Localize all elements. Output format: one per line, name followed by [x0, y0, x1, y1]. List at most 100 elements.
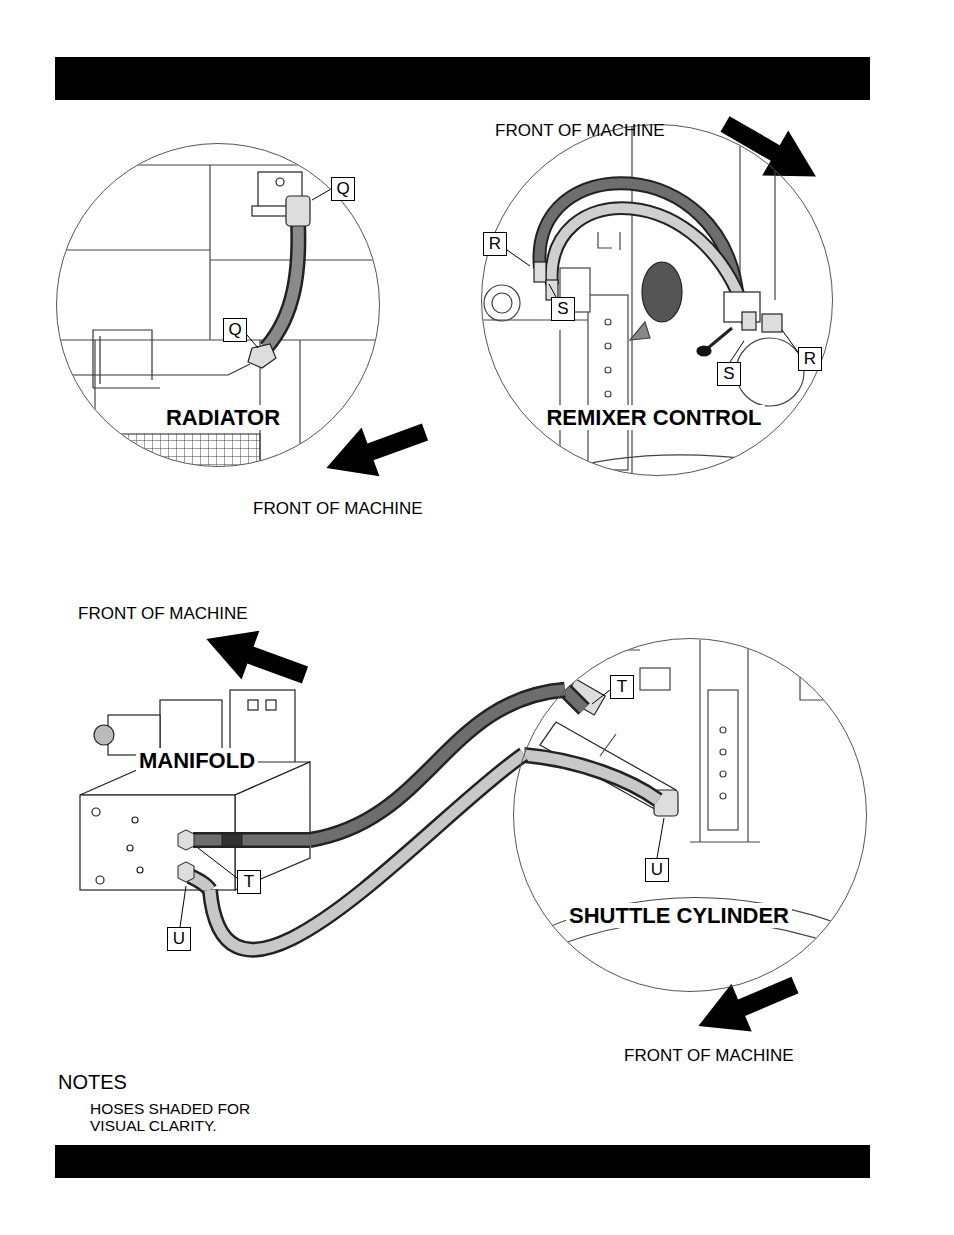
hose-segment	[193, 832, 310, 848]
manifold-block	[80, 690, 310, 890]
callout-letter: Q	[331, 177, 355, 201]
shuttle-view	[565, 679, 605, 715]
direction-label: FRONT OF MACHINE	[624, 1046, 794, 1066]
remixer-view	[742, 312, 756, 330]
leader-line	[657, 818, 664, 858]
remixer-view	[552, 208, 748, 322]
leader-line	[592, 690, 610, 704]
hose-segment	[524, 755, 658, 800]
radiator-view	[276, 178, 284, 186]
manifold-block	[137, 867, 143, 873]
radiator-view	[93, 330, 160, 388]
manifold-block: MANIFOLD	[80, 690, 310, 890]
callout-letter: S	[551, 297, 575, 321]
shuttle-view	[708, 690, 738, 830]
callout-letter: Q	[223, 318, 247, 342]
remixer-view	[483, 125, 775, 480]
radiator-view	[57, 165, 380, 474]
remixer-view	[605, 391, 611, 397]
remixer-view	[598, 232, 620, 250]
title-bar	[55, 1145, 870, 1178]
radiator-view	[266, 222, 298, 348]
detail-circle: SHUTTLE CYLINDER	[513, 638, 867, 992]
radiator-view	[266, 222, 298, 348]
view-title: MANIFOLD	[136, 748, 258, 773]
remixer-view	[588, 295, 628, 470]
shuttle-view	[520, 640, 880, 962]
direction-arrow	[712, 101, 829, 199]
view-title: RADIATOR	[163, 405, 283, 430]
radiator-view	[57, 364, 250, 375]
leader-line	[549, 284, 556, 297]
radiator-view	[248, 344, 276, 368]
view-title: REMIXER CONTROL	[543, 405, 764, 430]
leader-line	[247, 335, 258, 348]
leader-line	[507, 250, 530, 266]
leader-line	[180, 189, 798, 927]
hose-segment	[524, 755, 658, 800]
shuttle-view	[640, 668, 670, 690]
callout-letter: S	[717, 362, 741, 386]
leader-line	[730, 341, 744, 362]
remixer-view	[484, 285, 520, 321]
hose-segment	[565, 690, 584, 709]
remixer-view	[555, 455, 810, 472]
title-bar	[55, 57, 870, 1178]
remixer-view	[552, 208, 748, 322]
callout-letter: U	[167, 927, 191, 951]
direction-label: FRONT OF MACHINE	[253, 499, 423, 519]
direction-label: FRONT OF MACHINE	[495, 121, 665, 141]
leader-line	[312, 189, 331, 200]
remixer-view	[642, 262, 682, 322]
notes-heading: NOTES	[58, 1071, 127, 1094]
callout-letter: U	[645, 858, 669, 882]
direction-arrow	[317, 408, 433, 493]
remixer-view	[605, 367, 611, 373]
remixer-view	[708, 328, 732, 348]
hose-segment	[178, 830, 194, 850]
remixer-view	[534, 262, 546, 282]
title-bar	[55, 57, 870, 100]
shuttle-view	[520, 898, 880, 963]
hose-segment	[178, 690, 658, 890]
remixer-view	[483, 125, 810, 480]
remixer-view	[762, 314, 782, 332]
direction-label: FRONT OF MACHINE	[78, 604, 248, 624]
radiator-view	[95, 434, 260, 474]
manifold-block	[132, 817, 138, 823]
hydraulic-hose	[210, 754, 524, 949]
view-title: SHUTTLE CYLINDER	[566, 903, 792, 928]
radiator-view	[286, 196, 310, 226]
leader-line	[180, 886, 186, 927]
manifold-block	[248, 700, 258, 710]
remixer-view	[697, 346, 711, 356]
leader-line	[782, 330, 798, 352]
callout-letter: T	[237, 870, 261, 894]
radiator-view	[57, 165, 380, 470]
shuttle-view	[540, 640, 880, 842]
remixer-view	[630, 322, 650, 340]
callout-letter: R	[798, 347, 822, 371]
hose-segment	[565, 690, 584, 709]
leader-line	[198, 848, 237, 878]
direction-arrow	[197, 615, 313, 700]
manifold-block	[92, 808, 100, 816]
manifold-block	[266, 700, 276, 710]
hose-segment	[178, 862, 194, 882]
callout-letter: T	[610, 675, 634, 699]
remixer-view	[492, 293, 512, 313]
hose-fill	[210, 754, 524, 949]
note-text: HOSES SHADED FOR VISUAL CLARITY.	[90, 1100, 285, 1134]
manifold-block	[94, 725, 114, 745]
shuttle-view	[720, 727, 726, 733]
manifold-block	[96, 876, 104, 884]
remixer-view	[605, 343, 611, 349]
direction-arrow	[197, 101, 828, 1049]
detail-circle: REMIXER CONTROL	[481, 124, 833, 476]
callout-letter: R	[483, 232, 507, 256]
remixer-view	[605, 319, 611, 325]
remixer-view	[736, 338, 804, 406]
manifold-block	[127, 845, 133, 851]
direction-arrow	[688, 961, 805, 1050]
